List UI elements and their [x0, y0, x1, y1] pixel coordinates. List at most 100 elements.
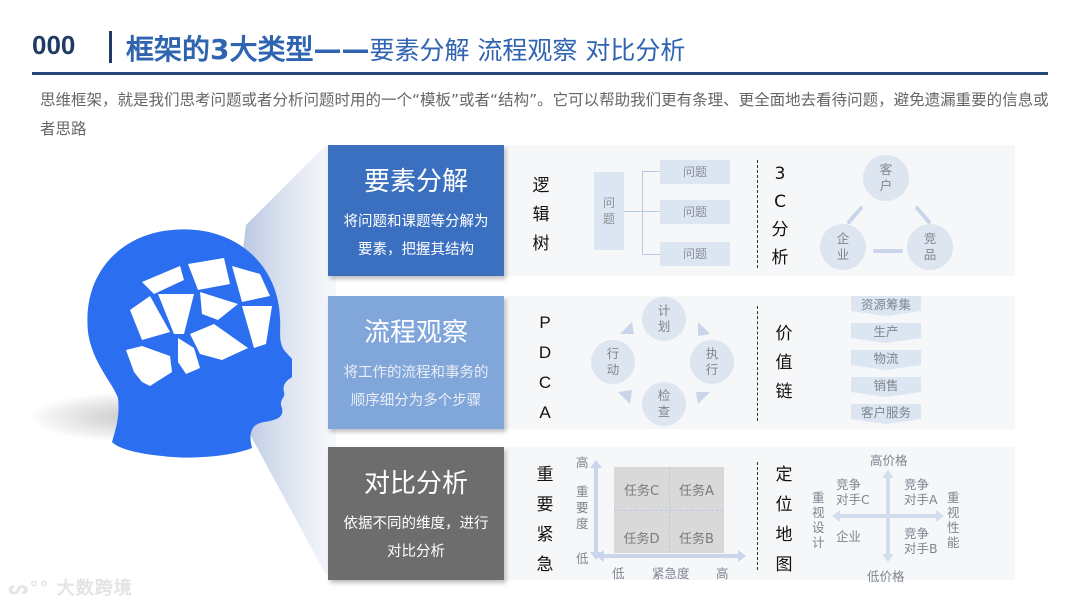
y-axis-label: 重 要 度 [576, 484, 590, 532]
map-left-label: 重 视 设 计 [812, 490, 826, 550]
x-axis-low: 低 [612, 566, 625, 581]
label-char: 3 [774, 164, 786, 184]
tree-connector [642, 171, 662, 172]
value-chain-step: 销售 [851, 377, 921, 397]
dashed-divider [757, 306, 758, 421]
circle-char: 竞 [923, 231, 937, 246]
label-char: 值 [775, 353, 793, 373]
label-positioning-map: 定 位 地 图 [772, 460, 796, 580]
category-desc: 依据不同的维度，进行 对比分析 [328, 510, 504, 566]
watermark-text: 大数跨境 [56, 578, 133, 599]
desc-line: 将工作的流程和事务的 [343, 365, 489, 381]
label-pdca: P D C A [533, 308, 557, 428]
category-desc: 将问题和课题等分解为 要素，把握其结构 [328, 208, 504, 264]
map-char: 视 [812, 505, 825, 520]
quadrant-text: 竞争 [904, 526, 930, 541]
matrix-cell: 任务A [679, 484, 714, 499]
category-title: 流程观察 [363, 318, 468, 348]
category-title: 要素分解 [363, 167, 468, 197]
label-char: 逻 [532, 176, 550, 196]
quadrant-text: 竞争 [836, 477, 862, 492]
label-char: 价 [775, 324, 793, 344]
watermark-icon: ᔕ°° [8, 578, 50, 599]
map-char: 性 [947, 520, 960, 535]
quadrant-text: 对手C [836, 492, 870, 507]
circle-char: 计 [657, 303, 671, 318]
map-quadrant-bottom-left: 企业 [836, 526, 861, 545]
label-char: C [538, 373, 552, 392]
map-bottom-label: 低价格 [867, 569, 905, 584]
circle-do: 执 行 [690, 340, 734, 384]
logic-tree-root: 问 题 [594, 172, 624, 250]
y-label-char: 要 [576, 500, 589, 515]
page-number: 000 [32, 30, 76, 60]
root-char: 问 [602, 196, 615, 210]
matrix-cell: 任务B [679, 532, 714, 547]
category-title: 对比分析 [363, 469, 468, 499]
value-chain-step: 客户服务 [851, 404, 921, 424]
cycle-arrow-icons [618, 322, 710, 404]
label-char: 树 [532, 234, 550, 254]
label-char: 定 [775, 465, 793, 485]
label-char: 辑 [532, 205, 550, 225]
label-char: 要 [536, 495, 554, 515]
x-axis-high: 高 [716, 566, 729, 581]
root-box: 问 题 [594, 172, 624, 250]
label-char: 地 [775, 525, 793, 545]
label-char: 图 [775, 555, 793, 575]
circle-char: 企 [836, 231, 850, 246]
label-logic-tree: 逻 辑 树 [529, 172, 553, 259]
brain-head-icon [87, 229, 292, 458]
title-main: 框架的3大类型—— [126, 33, 370, 66]
tree-connector [642, 211, 662, 212]
circle-char: 行 [705, 362, 719, 377]
tree-connector [624, 211, 643, 212]
double-arrow-icons [847, 206, 931, 253]
map-char: 设 [812, 520, 825, 535]
label-char: P [539, 313, 551, 332]
tree-child: 问题 [660, 242, 730, 266]
matrix-cell: 任务C [623, 484, 660, 499]
circle-char: 划 [657, 319, 671, 334]
y-label-char: 重 [576, 484, 589, 499]
label-3c-analysis: 3 C 分 析 [768, 160, 792, 272]
category-desc: 将工作的流程和事务的 顺序细分为多个步骤 [328, 359, 504, 415]
label-char: A [539, 403, 551, 422]
label-char: 位 [775, 495, 793, 515]
watermark-logo: ᔕ°° 大数跨境 [8, 574, 133, 600]
map-quadrant-bottom-right: 竞争 对手B [904, 526, 938, 556]
label-char: 链 [775, 382, 793, 402]
map-axis-arrows [832, 470, 944, 562]
category-card-comparison-analysis: 对比分析 依据不同的维度，进行 对比分析 [328, 447, 504, 580]
label-value-chain: 价 值 链 [772, 320, 796, 407]
matrix-axis-arrows [590, 460, 746, 562]
map-quadrant-top-left: 竞争 对手C [836, 477, 870, 507]
circle-competitor: 竞 品 [907, 224, 953, 270]
circle-char: 检 [657, 388, 671, 403]
x-axis-label: 紧急度 [652, 566, 690, 581]
tree-connector [642, 171, 643, 254]
value-chain-step: 资源筹集 [851, 296, 921, 316]
dashed-divider [757, 160, 758, 268]
title-subtitle: 要素分解 流程观察 对比分析 [369, 36, 686, 65]
circle-company: 企 业 [820, 224, 866, 270]
y-axis-high: 高 [576, 455, 589, 470]
desc-line: 将问题和课题等分解为 [343, 214, 489, 230]
circle-customer: 客 户 [863, 155, 909, 201]
value-chain-step: 物流 [851, 350, 921, 370]
row3-background [505, 447, 1015, 580]
root-char: 题 [602, 212, 615, 226]
circle-char: 动 [606, 362, 620, 377]
circle-char: 业 [836, 247, 850, 262]
matrix-divider [614, 510, 724, 511]
circle-act: 行 动 [591, 340, 635, 384]
map-char: 能 [947, 535, 960, 550]
title-divider [109, 31, 112, 63]
map-char: 重 [947, 490, 960, 505]
category-card-element-decomposition: 要素分解 将问题和课题等分解为 要素，把握其结构 [328, 145, 504, 276]
dashed-divider [757, 462, 758, 570]
quadrant-text: 企业 [836, 529, 862, 544]
page-title: 框架的3大类型——要素分解 流程观察 对比分析 [126, 28, 685, 68]
desc-line: 顺序细分为多个步骤 [350, 393, 482, 409]
circle-plan: 计 划 [642, 297, 686, 341]
